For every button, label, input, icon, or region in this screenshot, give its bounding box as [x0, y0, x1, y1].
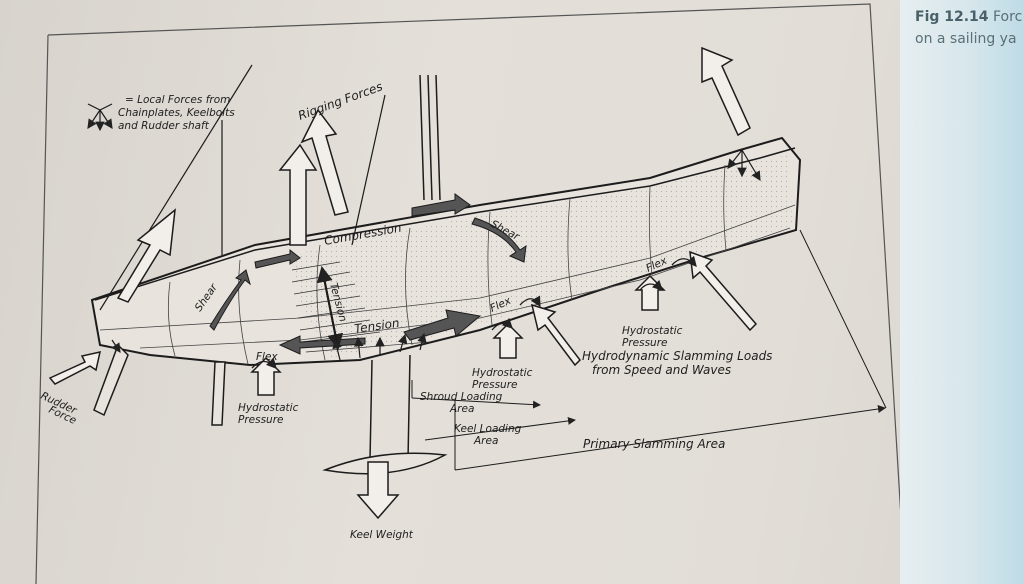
- caption-line1-rest: Forc: [993, 9, 1023, 25]
- figure-border: [47, 3, 906, 584]
- label-rigging-forces: Rigging Forces: [296, 79, 384, 122]
- rudder: [93, 343, 129, 417]
- label-shroud-area-2: Area: [449, 403, 474, 415]
- legend: = Local Forces from Chainplates, Keelbol…: [118, 94, 235, 132]
- page-margin: [900, 0, 1024, 584]
- label-slamming-1: Hydrodynamic Slamming Loads: [582, 349, 772, 363]
- label-keel-area-1: Keel Loading: [454, 423, 522, 435]
- tension-double-arrow: [316, 266, 344, 350]
- caption-figure-number: Fig 12.14: [915, 9, 989, 25]
- legend-line-1: = Local Forces from: [125, 94, 230, 106]
- label-hydrostatic-mid-2: Pressure: [472, 379, 517, 391]
- legend-line-3: and Rudder shaft: [118, 120, 210, 132]
- local-force-arrows: [87, 103, 761, 361]
- label-hydrostatic-left-1: Hydrostatic: [238, 402, 299, 414]
- label-flex-left: Flex: [256, 351, 278, 363]
- legend-line-2: Chainplates, Keelbolts: [118, 107, 235, 119]
- dimension-lines: [411, 229, 887, 471]
- figure-caption: Fig 12.14 Forc on a sailing ya: [915, 6, 1024, 50]
- label-slamming-2: from Speed and Waves: [592, 363, 731, 377]
- yacht-hull: [90, 136, 802, 367]
- label-keel-area-2: Area: [473, 435, 498, 447]
- skeg: [211, 361, 226, 426]
- label-shroud-area-1: Shroud Loading: [420, 391, 503, 403]
- label-hydrostatic-right-1: Hydrostatic: [622, 325, 683, 337]
- rig: [99, 64, 441, 311]
- label-primary-slamming: Primary Slamming Area: [583, 437, 725, 451]
- force-arrows: [48, 46, 758, 520]
- label-hydrostatic-right-2: Pressure: [622, 337, 667, 349]
- label-hydrostatic-mid-1: Hydrostatic: [472, 367, 533, 379]
- label-keel-weight: Keel Weight: [350, 529, 414, 541]
- stress-arrows: [209, 193, 527, 355]
- flex-curls: [251, 255, 697, 369]
- label-tension: Tension: [353, 316, 400, 336]
- label-hydrostatic-left-2: Pressure: [238, 414, 283, 426]
- figure-border-left: [35, 34, 49, 584]
- keel: [322, 354, 448, 475]
- caption-line-2: on a sailing ya: [915, 31, 1017, 47]
